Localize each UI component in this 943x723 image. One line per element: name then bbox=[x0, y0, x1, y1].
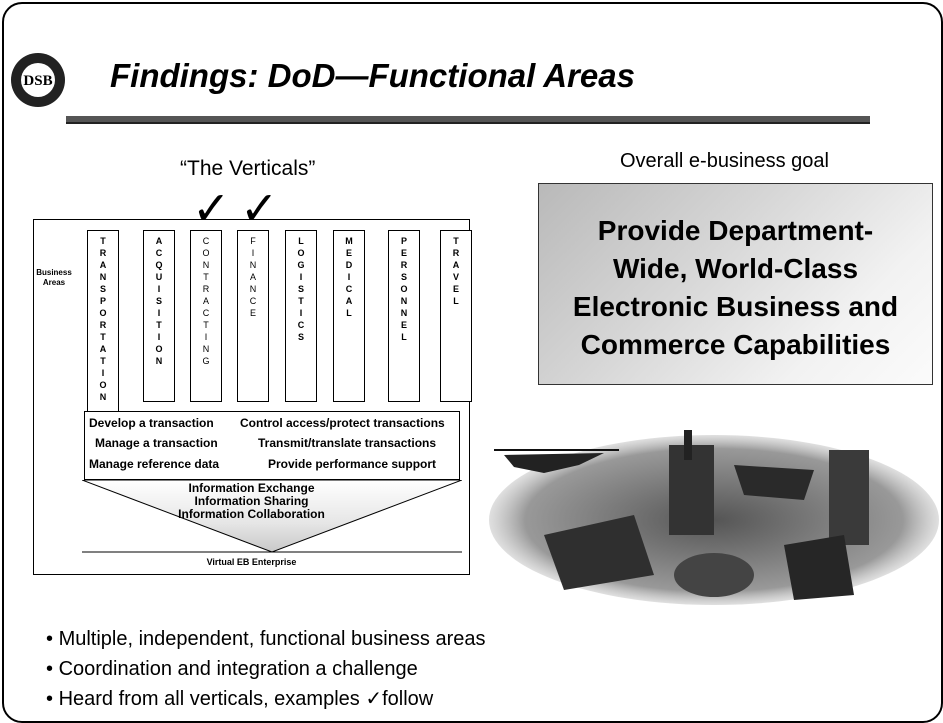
transaction-item: Manage a transaction bbox=[95, 436, 218, 450]
goal-line: Commerce Capabilities bbox=[580, 329, 891, 360]
bullet-item: • Coordination and integration a challen… bbox=[46, 658, 418, 680]
page-title: Findings: DoD—Functional Areas bbox=[110, 57, 635, 94]
goal-line: Electronic Business and bbox=[572, 291, 899, 322]
bullet-text: Heard from all verticals, examples ✓foll… bbox=[58, 688, 434, 710]
transaction-item: Control access/protect transactions bbox=[240, 416, 445, 430]
dsb-seal-logo: DSB bbox=[11, 53, 65, 107]
military-collage-image bbox=[489, 430, 939, 605]
flow-label: Information Sharing bbox=[194, 494, 309, 508]
checkmark-icon: ✓ bbox=[240, 182, 279, 234]
transaction-item: Manage reference data bbox=[89, 457, 220, 471]
transaction-item: Develop a transaction bbox=[89, 416, 214, 430]
flow-label: Information Exchange bbox=[188, 481, 315, 495]
business-areas-label: Business Areas bbox=[36, 268, 72, 287]
goal-label: Overall e-business goal bbox=[620, 150, 829, 172]
transaction-item: Provide performance support bbox=[268, 457, 437, 471]
verticals-label: “The Verticals” bbox=[180, 157, 316, 180]
goal-line: Provide Department- bbox=[597, 215, 874, 246]
goal-box: Provide Department- Wide, World-Class El… bbox=[538, 183, 933, 385]
svg-text:DSB: DSB bbox=[23, 73, 52, 89]
transactions-box: Develop a transaction Manage a transacti… bbox=[84, 411, 460, 480]
flow-label: Information Collaboration bbox=[178, 507, 325, 521]
bullet-text: Coordination and integration a challenge bbox=[58, 658, 418, 680]
bullet-item: • Multiple, independent, functional busi… bbox=[46, 628, 486, 650]
goal-statement: Provide Department- Wide, World-Class El… bbox=[539, 212, 932, 364]
bullet-list: • Multiple, independent, functional busi… bbox=[46, 624, 486, 714]
title-divider bbox=[66, 116, 870, 124]
bullet-item: • Heard from all verticals, examples ✓fo… bbox=[46, 688, 434, 710]
enterprise-label: Virtual EB Enterprise bbox=[206, 557, 297, 567]
bullet-text: Multiple, independent, functional busine… bbox=[58, 628, 486, 650]
down-arrow-shape bbox=[82, 480, 462, 553]
checkmark-icon: ✓ bbox=[192, 182, 231, 234]
transaction-item: Transmit/translate transactions bbox=[258, 436, 437, 450]
goal-line: Wide, World-Class bbox=[612, 253, 859, 284]
